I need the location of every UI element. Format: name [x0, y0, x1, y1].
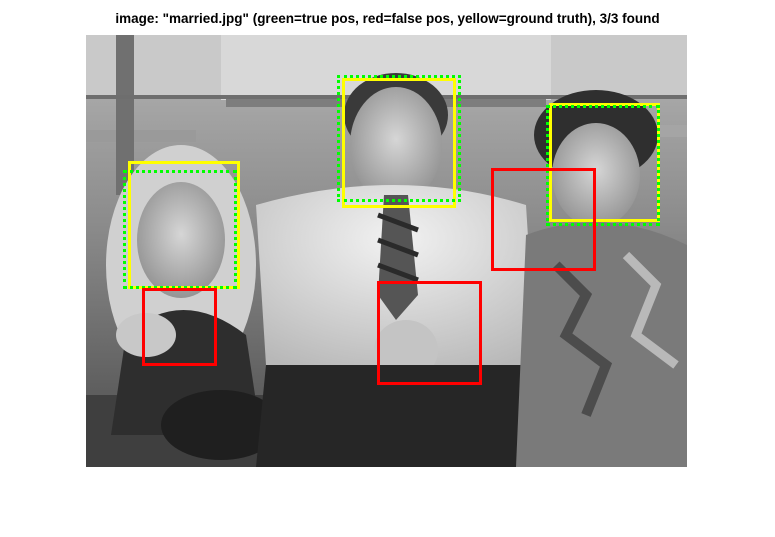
- true-positive-box-left: [123, 170, 237, 289]
- figure-title: image: "married.jpg" (green=true pos, re…: [115, 11, 660, 26]
- false-positive-box-center: [377, 281, 482, 385]
- ground-truth-box-center: [342, 78, 456, 208]
- photo-married: [86, 35, 687, 467]
- true-positive-box-center: [337, 75, 461, 202]
- false-positive-box-left: [142, 288, 217, 366]
- false-positive-box-right: [491, 168, 596, 271]
- true-positive-box-right: [546, 105, 660, 226]
